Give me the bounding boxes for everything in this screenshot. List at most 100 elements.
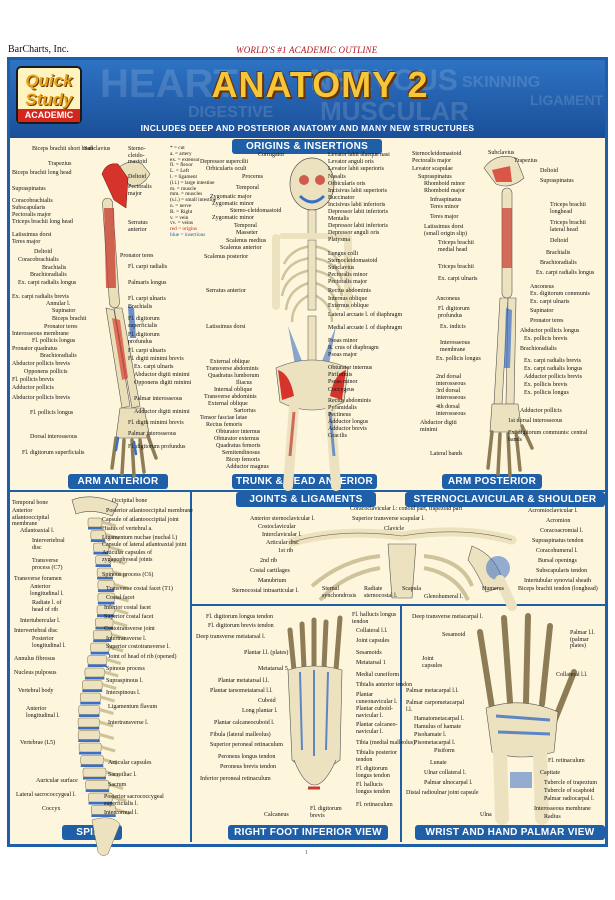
anatomy-label: Fl. pollicis brevis — [12, 377, 54, 383]
legend-entry: (s.i.) = small intestine — [170, 197, 217, 204]
anatomy-label: Palmar interosseous — [128, 431, 177, 437]
legend-entry: mm. = muscles — [170, 191, 203, 198]
legend-entry: m. = muscle — [170, 185, 197, 192]
foot-illustration — [287, 615, 343, 790]
anatomy-label: Anconeus — [530, 284, 554, 290]
top-margin — [0, 0, 615, 40]
anatomy-label: Temporal — [234, 223, 257, 229]
legend-entry: a. = artery — [170, 150, 192, 157]
anatomy-label: Dorsal interosseous — [30, 434, 78, 440]
anatomy-label: Adductor brevis — [328, 426, 367, 432]
anatomy-label: Anterior longitudinal l. — [26, 706, 60, 719]
trunk-skeleton-illustration — [272, 157, 352, 491]
anatomy-label: Humerus — [482, 586, 504, 592]
anatomy-label: Deltoid — [540, 168, 558, 174]
spinous-process-shape — [101, 520, 117, 528]
anatomy-label: Adductor digiti minimi — [134, 409, 190, 415]
anatomy-label: Coracohumeral l. — [536, 548, 578, 554]
arm-anterior-illustration — [101, 161, 158, 478]
anatomy-label: 2nd dorsal interosseous — [436, 374, 466, 387]
anatomy-label: Pectoralis minor — [328, 272, 368, 278]
anatomy-label: Ex. pollicis brevis — [524, 336, 568, 342]
spinous-process-shape — [112, 570, 128, 578]
anatomy-label: Interosseous membrane — [534, 806, 591, 812]
section-arm-anterior-title: ARM ANTERIOR — [68, 474, 168, 489]
anatomy-label: Annulus fibrosus — [14, 656, 56, 662]
anatomy-label: Supraspinous l. — [106, 678, 144, 684]
anatomy-label: Obturator externus — [214, 436, 260, 442]
anatomy-label: Articular capsules — [108, 760, 152, 766]
anatomy-label: Ex. pollicis longus — [524, 390, 569, 396]
anatomy-label: Fl. digitorum brevis — [310, 806, 342, 819]
anatomy-label: Fl. digiti minimi brevis — [128, 356, 184, 362]
anatomy-label: Distal radioulnar joint capsule — [406, 790, 479, 796]
anatomy-label: Pectoralis major — [412, 158, 452, 164]
anatomy-label: Tibialis posterior tendon — [356, 750, 397, 763]
disc-shape — [83, 777, 106, 780]
outline-tagline: WORLD'S #1 ACADEMIC OUTLINE — [236, 45, 378, 55]
anatomy-label: Vertebrae (L5) — [20, 740, 56, 746]
anatomy-label: Fl. digitorum longus tendon — [206, 614, 274, 620]
page-number: 1 — [305, 850, 308, 856]
anatomy-label: Incisivus labii inferioris — [328, 202, 386, 208]
anatomy-label: Fl. digiti minimi brevis — [128, 420, 184, 426]
anatomy-label: Semitendinosus — [222, 450, 261, 456]
anatomy-label: Clavicle — [384, 526, 404, 532]
spinous-process-shape — [113, 583, 129, 590]
vertebra-shape — [82, 767, 107, 778]
anatomy-label: Fl. hallucis longus tendon — [352, 612, 397, 625]
anatomy-label: Fl. retinaculum — [356, 802, 393, 808]
anatomy-label: Scalenus medius — [226, 238, 267, 244]
anatomy-label: Rhomboid major — [424, 188, 465, 194]
anatomy-label: Intertubercular l. — [20, 618, 61, 624]
vertebra-shape — [78, 705, 100, 715]
anatomy-label: Metatarsal 1 — [356, 660, 386, 666]
anatomy-label: Zygomatic minor — [212, 201, 254, 207]
anatomy-label: Ulna — [480, 812, 492, 818]
anatomy-label: Annular l. — [46, 301, 71, 307]
anatomy-label: Pisometacarpal l. — [414, 740, 456, 746]
anatomy-label: Superior transverse scapular l. — [352, 516, 425, 522]
anatomy-label: Sternal synchondrosis — [322, 586, 357, 599]
anatomy-label: Quadratus lumborum — [208, 373, 260, 379]
anatomy-label: Collateral l.l. — [356, 628, 388, 634]
anatomy-label: Ex. carpi ulnaris — [438, 276, 478, 282]
anatomy-label: Biceps brachii short head — [32, 146, 93, 152]
anatomy-label: Brachioradialis — [30, 272, 67, 278]
anatomy-label: Superior costal facet — [104, 614, 154, 620]
anatomy-label: Inferior peroneal retinaculum — [200, 776, 271, 782]
anatomy-label: Posterior longitudinal l. — [32, 636, 66, 649]
anatomy-label: Teres major — [430, 214, 459, 220]
anatomy-label: Capsule of atlantooccipital joint — [102, 517, 179, 523]
anatomy-label: Manubrium — [258, 578, 287, 584]
anatomy-label: Orbicularis oris — [328, 181, 366, 187]
spinous-process-shape — [103, 670, 119, 678]
anatomy-label: Sacrum — [108, 782, 127, 788]
bg-word: MUSCULAR — [320, 96, 469, 126]
logo-text: Quick Study — [25, 71, 73, 109]
anatomy-label: Coracoclavicular l.: conoid part, trapez… — [350, 506, 463, 512]
anatomy-label: Collateral l.l. — [556, 672, 588, 678]
anatomy-label: Depressor labii inferioris — [328, 209, 388, 215]
anatomy-label: Temporal — [236, 185, 259, 191]
disc-shape — [90, 652, 110, 655]
anatomy-label: Supraspinatus — [418, 174, 452, 180]
bg-word: NERVOUS — [310, 64, 458, 97]
legend-entry: red = origins — [170, 226, 198, 233]
anatomy-label: Lunate — [430, 760, 447, 766]
anatomy-label: Coracobrachialis — [18, 257, 59, 263]
anatomy-label: Abductor pollicis brevis — [12, 361, 70, 367]
anatomy-label: Interosseous membrane — [12, 331, 69, 337]
anatomy-label: Coccyx — [42, 806, 61, 812]
anatomy-label: External oblique — [210, 359, 250, 365]
anatomy-label: Abductor digiti minimi — [420, 420, 457, 433]
anatomy-label: Pisohamate l. — [414, 732, 447, 738]
anatomy-label: Longus colli — [328, 251, 359, 257]
anatomy-label: Pectoralis major — [128, 184, 152, 197]
anatomy-label: Brachialis — [546, 250, 571, 256]
disc-shape — [80, 702, 101, 705]
anatomy-label: External oblique — [208, 401, 248, 407]
anatomy-label: Brachioradialis — [520, 346, 557, 352]
anatomy-label: Fl. carpi ulnaris — [128, 348, 166, 354]
anatomy-label: Incisivus labii superioris — [328, 188, 387, 194]
